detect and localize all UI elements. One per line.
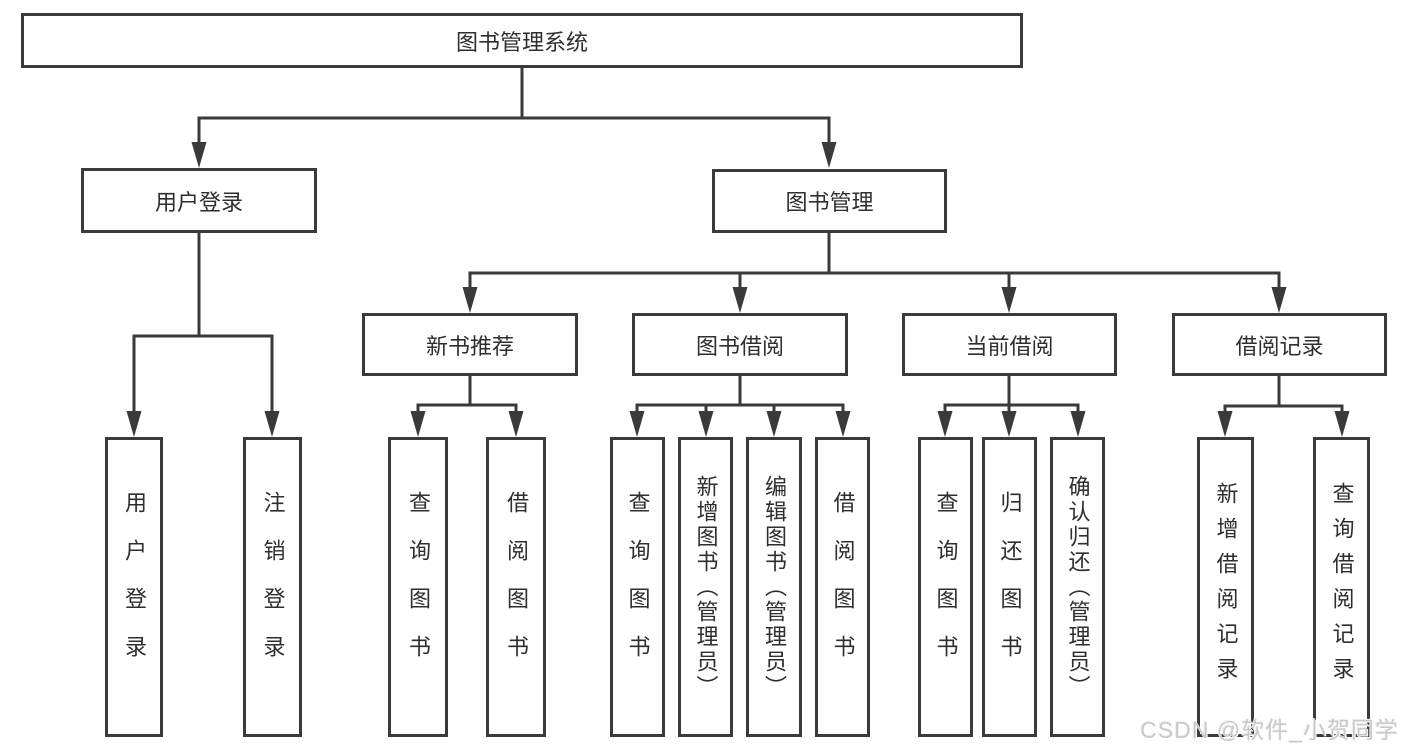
node-label-book-management: 图书管理 <box>785 190 874 215</box>
node-label-add-book-admin: 新增图书（管理员） <box>693 474 719 700</box>
node-label-query-book-a: 查询图书 <box>406 491 431 683</box>
node-add-book-admin: 新增图书（管理员） <box>678 437 733 737</box>
node-label-logout: 注销登录 <box>260 491 286 683</box>
node-user-login: 用户登录 <box>105 437 163 737</box>
node-label-confirm-return-admin: 确认归还（管理员） <box>1065 474 1091 700</box>
node-new-book-recommend: 新书推荐 <box>362 313 578 376</box>
node-label-edit-book-admin: 编辑图书（管理员） <box>762 474 787 700</box>
node-root: 图书管理系统 <box>21 13 1023 68</box>
node-label-user-login: 用户登录 <box>122 491 147 683</box>
node-confirm-return-admin: 确认归还（管理员） <box>1050 437 1105 737</box>
node-query-book-b: 查询图书 <box>610 437 665 737</box>
node-label-current-borrowing: 当前借阅 <box>965 333 1054 359</box>
node-borrow-book-a: 借阅图书 <box>486 437 546 737</box>
node-label-borrowing-records: 借阅记录 <box>1235 333 1324 359</box>
node-label-book-borrowing: 图书借阅 <box>695 333 784 359</box>
node-query-book-c: 查询图书 <box>918 437 973 737</box>
node-query-borrow-record: 查询借阅记录 <box>1313 437 1370 737</box>
node-label-query-book-b: 查询图书 <box>625 491 651 683</box>
node-label-add-borrow-record: 新增借阅记录 <box>1213 482 1239 692</box>
node-borrow-book-b: 借阅图书 <box>815 437 870 737</box>
node-label-borrow-book-a: 借阅图书 <box>504 491 529 683</box>
node-label-borrow-book-b: 借阅图书 <box>830 491 856 683</box>
node-logout: 注销登录 <box>243 437 302 737</box>
node-current-borrowing: 当前借阅 <box>902 313 1117 376</box>
node-label-query-book-c: 查询图书 <box>933 491 959 683</box>
node-query-book-a: 查询图书 <box>388 437 448 737</box>
node-user-login-group: 用户登录 <box>81 168 317 233</box>
node-book-borrowing: 图书借阅 <box>632 313 848 376</box>
node-book-management: 图书管理 <box>712 169 947 233</box>
node-label-root: 图书管理系统 <box>455 29 588 55</box>
node-label-query-borrow-record: 查询借阅记录 <box>1329 482 1355 692</box>
node-label-new-book-recommend: 新书推荐 <box>425 333 514 359</box>
node-return-book: 归还图书 <box>982 437 1037 737</box>
node-label-user-login-group: 用户登录 <box>154 189 243 215</box>
node-label-return-book: 归还图书 <box>997 491 1023 683</box>
node-add-borrow-record: 新增借阅记录 <box>1197 437 1254 737</box>
node-borrowing-records: 借阅记录 <box>1172 313 1387 376</box>
node-edit-book-admin: 编辑图书（管理员） <box>746 437 802 737</box>
